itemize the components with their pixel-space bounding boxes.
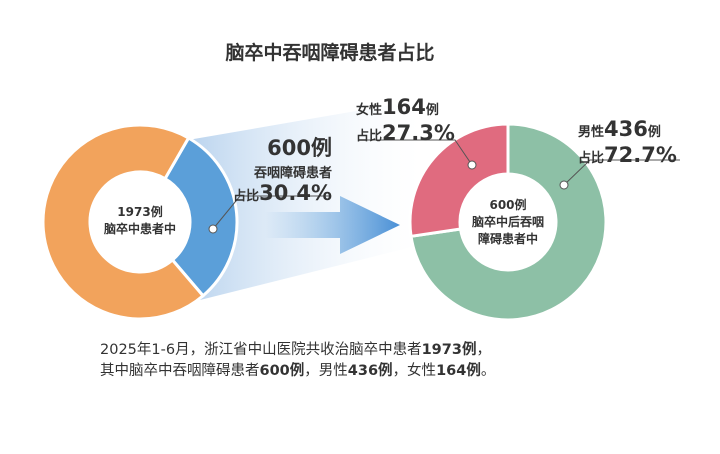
left-center-label: 1973例 脑卒中患者中	[80, 204, 200, 238]
right-center-label: 600例 脑卒中后吞咽 障碍患者中	[448, 197, 568, 248]
text: ，男性	[304, 363, 348, 379]
gender: 男性	[578, 125, 605, 140]
pct-prefix: 占比	[356, 129, 383, 144]
text: 436例	[347, 363, 393, 379]
annotation-count: 600例	[267, 136, 332, 160]
marker-dot	[208, 224, 218, 234]
slice-男性	[409, 122, 608, 322]
leader-lines	[212, 139, 680, 230]
slice-非吞咽障碍患者	[41, 123, 206, 321]
pct-prefix: 占比	[578, 151, 605, 166]
text: ，女性	[392, 363, 437, 379]
count: 436	[604, 117, 648, 141]
marker-dot	[559, 180, 569, 190]
pct-prefix: 占比	[233, 189, 260, 204]
pct-value: 27.3%	[382, 121, 455, 145]
gender: 女性	[356, 103, 383, 118]
text: 164例	[436, 363, 481, 379]
center-text: 脑卒中后吞咽	[471, 215, 544, 229]
slice-女性	[408, 122, 510, 239]
annotation-label: 吞咽障碍患者	[253, 166, 332, 181]
male-label: 男性436例 占比72.7%	[578, 118, 677, 170]
arrow	[265, 196, 400, 254]
left-annotation: 600例 吞咽障碍患者 占比30.4%	[232, 132, 332, 205]
unit: 例	[647, 125, 661, 140]
text: 2025年1-6月，浙江省中山医院共收治脑卒中患者	[100, 342, 422, 358]
footer-text: 2025年1-6月，浙江省中山医院共收治脑卒中患者1973例， 其中脑卒中吞咽障…	[100, 340, 495, 382]
chart-title: 脑卒中吞咽障碍患者占比	[225, 42, 435, 64]
marker-dot	[467, 160, 477, 170]
text: ，	[476, 342, 491, 358]
pct-value: 30.4%	[259, 181, 332, 205]
funnel-band	[188, 100, 420, 300]
unit: 例	[425, 103, 439, 118]
center-count: 1973例	[117, 205, 163, 219]
text: 其中脑卒中吞咽障碍患者	[100, 363, 260, 379]
center-text: 脑卒中患者中	[103, 222, 176, 236]
text: 。	[480, 363, 496, 379]
pct-value: 72.7%	[604, 143, 677, 167]
text: 600例	[259, 363, 305, 379]
slice-吞咽障碍患者	[162, 135, 239, 298]
center-count: 600例	[489, 198, 527, 212]
female-label: 女性164例 占比27.3%	[356, 96, 455, 148]
text: 1973例	[421, 342, 477, 358]
center-text: 障碍患者中	[477, 232, 538, 246]
count: 164	[382, 95, 426, 119]
